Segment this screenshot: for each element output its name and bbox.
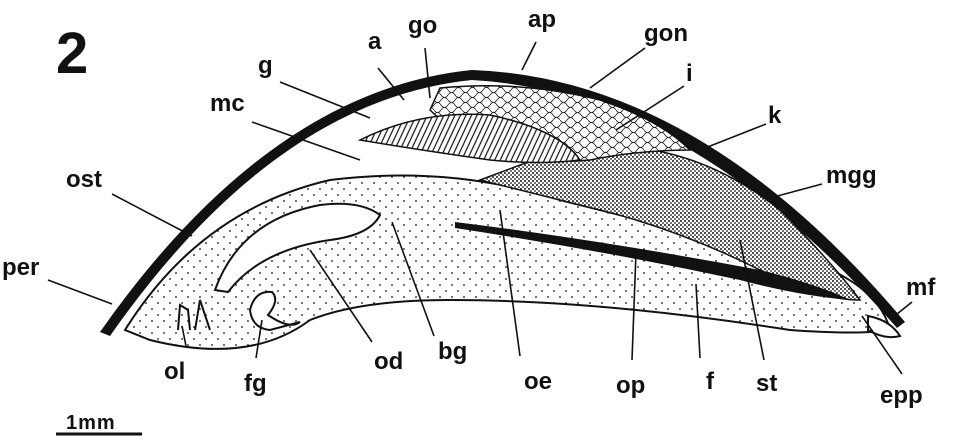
label-st: st — [756, 372, 777, 396]
label-a: a — [368, 30, 381, 54]
label-oe: oe — [524, 370, 552, 394]
label-mc: mc — [210, 92, 245, 116]
label-go: go — [408, 14, 437, 38]
label-od: od — [374, 350, 403, 374]
label-ost: ost — [66, 168, 102, 192]
label-bg: bg — [438, 340, 467, 364]
label-ap: ap — [528, 8, 556, 32]
label-epp: epp — [880, 384, 923, 408]
label-k: k — [768, 104, 781, 128]
label-gon: gon — [644, 22, 688, 46]
label-fg: fg — [244, 372, 267, 396]
label-ol: ol — [164, 360, 185, 384]
label-mgg: mgg — [826, 164, 877, 188]
label-i: i — [686, 62, 693, 86]
figure-number: 2 — [56, 20, 88, 87]
label-g: g — [258, 54, 273, 78]
label-mf: mf — [906, 276, 935, 300]
label-f: f — [706, 370, 714, 394]
label-op: op — [616, 374, 645, 398]
label-per: per — [2, 256, 39, 280]
scale-bar-label: 1mm — [66, 412, 116, 435]
